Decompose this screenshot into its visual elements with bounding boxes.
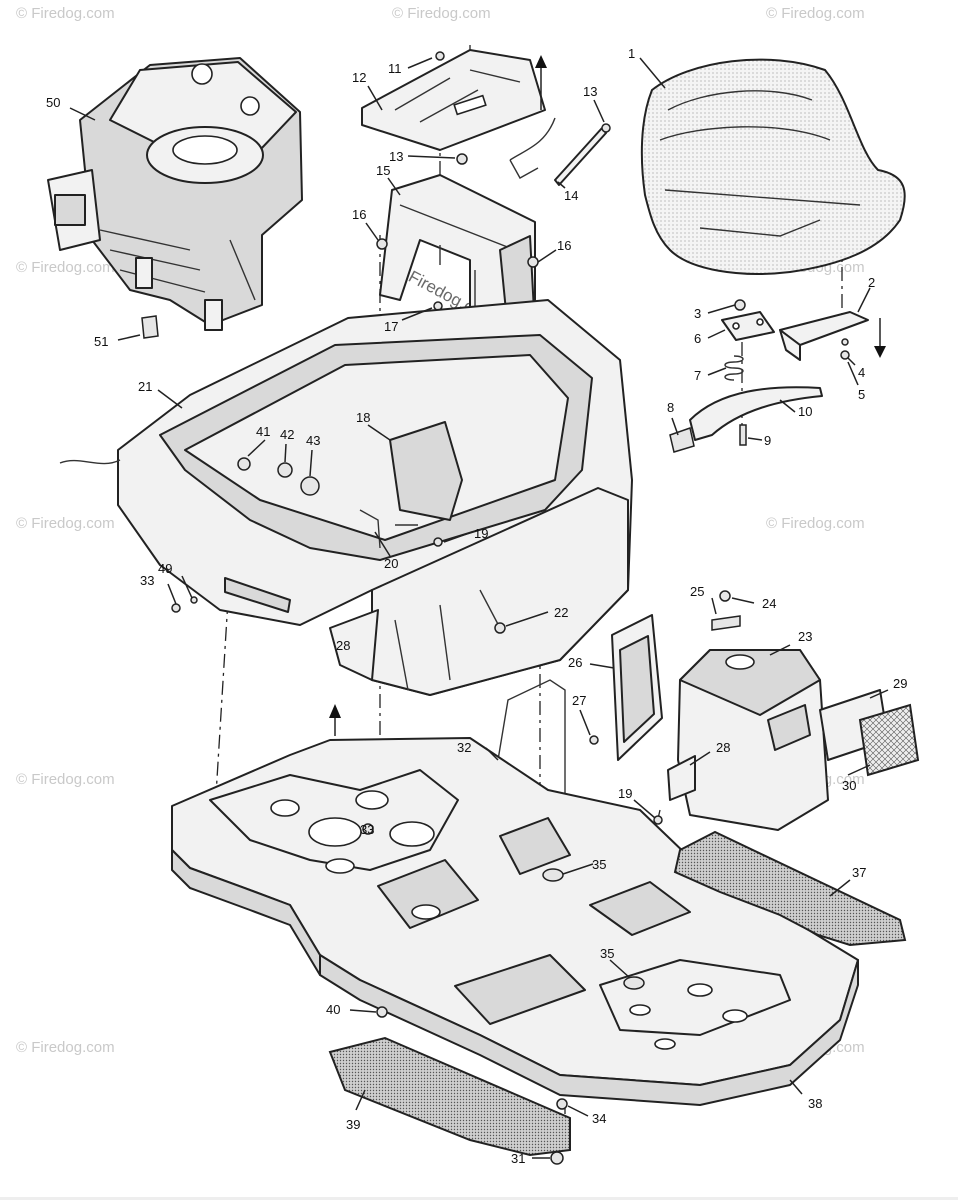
- dash-tower: [589, 590, 920, 831]
- callout-28b: 28: [336, 638, 350, 653]
- callout-38: 38: [808, 1096, 822, 1111]
- callout-34: 34: [592, 1111, 606, 1126]
- engine: [47, 57, 303, 339]
- callout-24: 24: [762, 596, 776, 611]
- bottom-hardware: [376, 1006, 568, 1165]
- callout-41: 41: [256, 424, 270, 439]
- callout-13b: 13: [389, 149, 403, 164]
- callout-40: 40: [326, 1002, 340, 1017]
- callout-15: 15: [376, 163, 390, 178]
- foot-mats: [328, 830, 907, 1157]
- callout-39: 39: [346, 1117, 360, 1132]
- seat-pan: [361, 49, 611, 186]
- callout-10: 10: [798, 404, 812, 419]
- callout-30: 30: [842, 778, 856, 793]
- callout-1: 1: [628, 46, 635, 61]
- callout-51: 51: [94, 334, 108, 349]
- callout-21: 21: [138, 379, 152, 394]
- callout-19: 19: [474, 526, 488, 541]
- callout-9: 9: [764, 433, 771, 448]
- callout-22: 22: [554, 605, 568, 620]
- callout-42: 42: [280, 427, 294, 442]
- watermark-text: © Firedog.com: [16, 5, 115, 22]
- callout-11: 11: [388, 61, 402, 76]
- callout-32: 32: [457, 740, 471, 755]
- callout-19b: 19: [618, 786, 632, 801]
- callout-33: 33: [140, 573, 154, 588]
- callout-49: 49: [158, 561, 172, 576]
- callout-7: 7: [694, 368, 701, 383]
- callout-2: 2: [868, 275, 875, 290]
- callout-35b: 35: [600, 946, 614, 961]
- callout-27: 27: [572, 693, 586, 708]
- callout-16b: 16: [557, 238, 571, 253]
- watermark-text: © Firedog.com: [16, 1039, 115, 1056]
- watermark-text: © Firedog.com: [392, 5, 491, 22]
- callout-37: 37: [852, 865, 866, 880]
- callout-4: 4: [858, 365, 865, 380]
- callout-3: 3: [694, 306, 701, 321]
- watermark-text: © Firedog.com: [16, 259, 115, 276]
- callout-23: 23: [798, 629, 812, 644]
- callout-29: 29: [893, 676, 907, 691]
- bottom-edge-line: [0, 1197, 958, 1200]
- callout-14: 14: [564, 188, 578, 203]
- callout-43: 43: [306, 433, 320, 448]
- callout-leaders: [69, 57, 889, 1159]
- fender-body: [59, 299, 633, 696]
- callout-26: 26: [568, 655, 582, 670]
- callout-33b: 33: [360, 822, 374, 837]
- lift-rod: [497, 679, 566, 830]
- callout-13: 13: [583, 84, 597, 99]
- callout-numbers: 1 2 3 4 5 6 7 8 9 10 11 12 13 13 14 15 1…: [46, 46, 907, 1166]
- callout-20: 20: [384, 556, 398, 571]
- watermark-text: © Firedog.com: [766, 5, 865, 22]
- callout-8: 8: [667, 400, 674, 415]
- callout-16: 16: [352, 207, 366, 222]
- watermark-text: © Firedog.com: [16, 515, 115, 532]
- watermark-text: © Firedog.com: [16, 771, 115, 788]
- frame-deck: [171, 704, 859, 1106]
- callout-5: 5: [858, 387, 865, 402]
- callout-12: 12: [352, 70, 366, 85]
- watermark-text: © Firedog.com: [766, 515, 865, 532]
- callout-17: 17: [384, 319, 398, 334]
- seat: [640, 58, 906, 275]
- callout-35: 35: [592, 857, 606, 872]
- callout-31: 31: [511, 1151, 525, 1166]
- callout-18: 18: [356, 410, 370, 425]
- callout-50: 50: [46, 95, 60, 110]
- callout-28: 28: [716, 740, 730, 755]
- callout-6: 6: [694, 331, 701, 346]
- callout-25: 25: [690, 584, 704, 599]
- seat-hardware: [669, 299, 886, 453]
